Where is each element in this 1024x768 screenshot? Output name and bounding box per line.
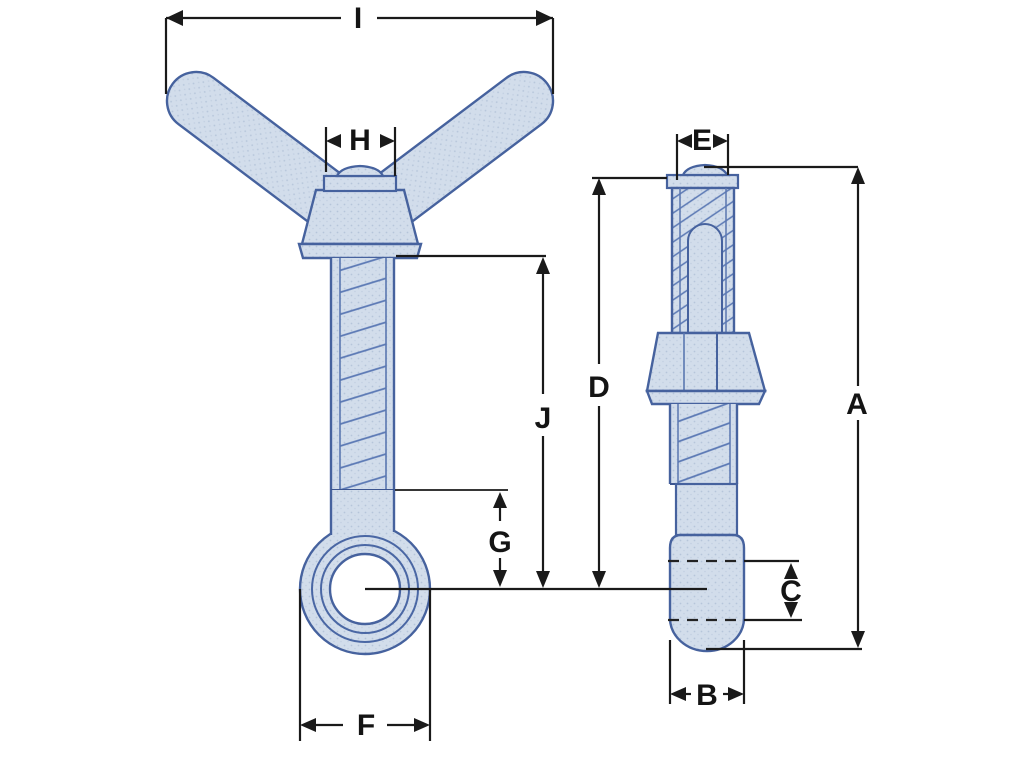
arrowhead (493, 492, 507, 508)
arrowhead (592, 571, 606, 588)
arrowhead (728, 687, 744, 701)
arrowhead (677, 134, 692, 148)
plain-shank-side (674, 482, 739, 537)
dim-label-F: F (357, 709, 375, 742)
nut-flange-front (297, 242, 423, 260)
threaded-shaft-side (668, 404, 739, 485)
dim-label-H: H (349, 124, 371, 157)
front-view (165, 70, 555, 656)
arrowhead (784, 602, 798, 618)
dimension-annotations (164, 10, 865, 741)
dim-G (395, 489, 508, 587)
dim-label-E: E (692, 124, 712, 157)
dim-A (704, 165, 865, 651)
thread-hatch-front (340, 258, 386, 490)
arrowhead (536, 257, 550, 274)
arrowhead (670, 687, 686, 701)
wing-profile-arch (687, 223, 723, 334)
dim-label-J: J (535, 402, 552, 435)
dim-F (298, 589, 432, 741)
nut-cone-side (645, 331, 767, 393)
eye-ring-front (298, 490, 432, 656)
arrowhead (592, 178, 606, 195)
arrowhead (166, 10, 183, 26)
dim-label-B: B (696, 679, 718, 712)
dim-label-I: I (354, 2, 362, 35)
dim-I (164, 10, 555, 94)
arrowhead (713, 134, 728, 148)
arrowhead (414, 718, 430, 732)
dim-label-G: G (488, 526, 511, 559)
dim-label-C: C (780, 575, 802, 608)
arrowhead (536, 10, 553, 26)
dim-D (592, 176, 667, 588)
dim-label-A: A (846, 388, 868, 421)
nut-cone-band-side (645, 389, 767, 406)
dim-B (668, 640, 746, 704)
eye-shank (331, 490, 394, 537)
dim-H (324, 127, 397, 176)
nut-boss-front (322, 174, 398, 193)
wing-column-side (670, 186, 736, 335)
side-view (645, 163, 767, 653)
arrowhead (851, 167, 865, 184)
arrowhead (300, 718, 316, 732)
arrowhead (493, 570, 507, 587)
nut-boss-dome-front (335, 164, 385, 178)
arrowhead (784, 563, 798, 579)
thread-hatch-side (678, 404, 730, 484)
dim-C (744, 559, 802, 622)
arrowhead (380, 134, 395, 148)
nut-body-front (300, 188, 420, 246)
dimension-labels: I H E A D J G C B F (349, 2, 868, 742)
dim-J (396, 254, 550, 588)
threaded-shaft-front (329, 258, 396, 491)
eye-boss-side (668, 533, 746, 653)
dim-label-D: D (588, 371, 610, 404)
arrowhead (536, 571, 550, 588)
arrowhead (326, 134, 341, 148)
arrowhead (851, 631, 865, 648)
dim-E (675, 134, 730, 180)
